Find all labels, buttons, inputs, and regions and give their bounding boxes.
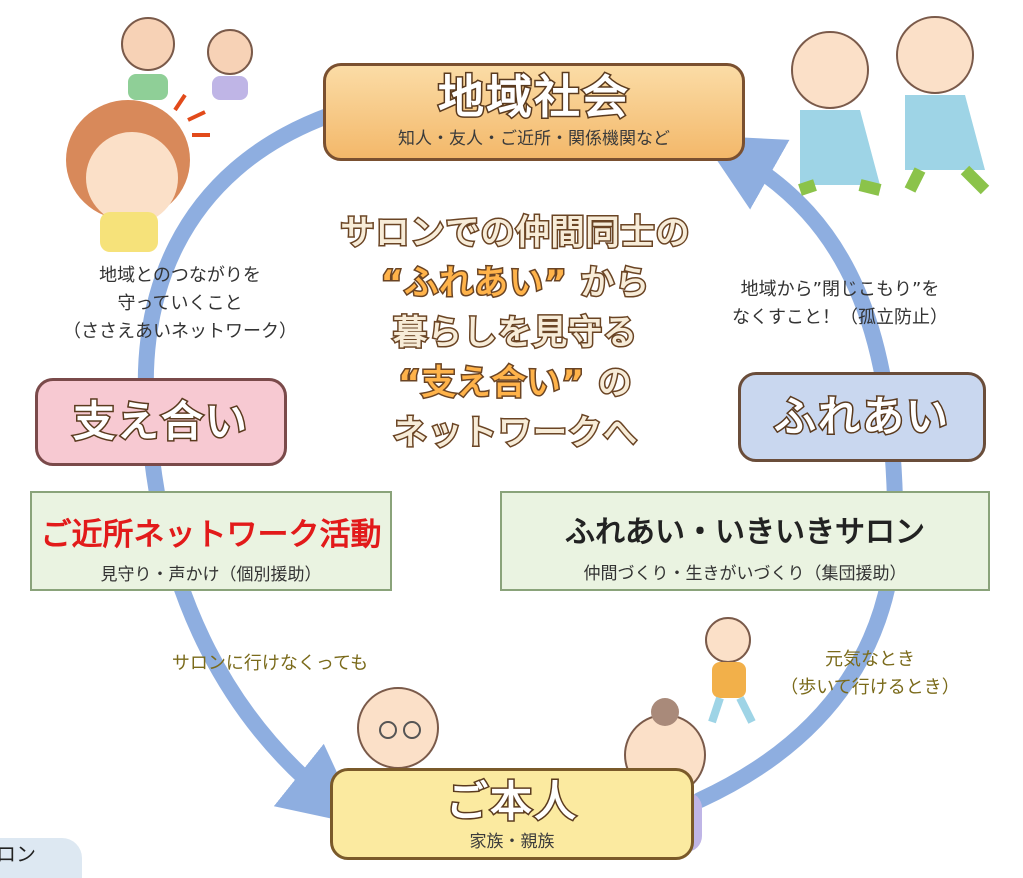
neighborhood-network-title: ご近所ネットワーク活動 bbox=[40, 517, 382, 553]
salon-subtitle: 仲間づくり・生きがいづくり（集団援助） bbox=[583, 564, 907, 584]
center-message-line-4: “支え合い” の bbox=[318, 358, 713, 408]
annotation-left-top-line-2: 守っていくこと bbox=[117, 293, 243, 314]
center-message-line-5: ネットワークへ bbox=[392, 412, 639, 455]
annotation-left-bottom: サロンに行けなくっても bbox=[171, 653, 369, 674]
annotation-right-bottom-line-2: （歩いて行けるとき） bbox=[780, 677, 960, 698]
woman-calling-illustration bbox=[66, 93, 210, 252]
interaction-node: ふれあい bbox=[738, 372, 986, 462]
self-subtitle: 家族・親族 bbox=[469, 832, 555, 852]
center-message-highlight-1: “ふれあい” bbox=[379, 262, 568, 305]
center-message-line-3: 暮らしを見守る bbox=[392, 312, 639, 355]
elderly-couple-illustration bbox=[121, 17, 253, 100]
exercising-couple-illustration bbox=[791, 16, 990, 196]
community-node: 地域社会 知人・友人・ご近所・関係機関など bbox=[323, 63, 745, 161]
neighborhood-network-subtitle: 見守り・声かけ（個別援助） bbox=[100, 565, 322, 585]
interaction-title: ふれあい bbox=[772, 391, 950, 443]
community-subtitle: 知人・友人・ご近所・関係機関など bbox=[398, 129, 670, 149]
self-node: ご本人 家族・親族 bbox=[330, 768, 694, 860]
center-message-line-4-rest: の bbox=[596, 362, 633, 405]
annotation-right-bottom: 元気なとき （歩いて行けるとき） bbox=[740, 646, 1000, 702]
annotation-right-top-line-1: 地域から”閉じこもり”を bbox=[740, 279, 940, 300]
self-title: ご本人 bbox=[444, 776, 578, 828]
mutual-support-node: 支え合い bbox=[35, 378, 287, 466]
mutual-support-title: 支え合い bbox=[71, 396, 249, 448]
annotation-left-top-line-1: 地域とのつながりを bbox=[99, 265, 261, 286]
walking-person-illustration bbox=[705, 617, 756, 724]
community-title: 地域社会 bbox=[437, 69, 630, 126]
center-message-line-2: “ふれあい” から bbox=[318, 258, 713, 308]
annotation-right-top-line-2: なくすこと！（孤立防止） bbox=[732, 307, 948, 328]
edge-salon-fragment: ロン bbox=[0, 838, 82, 878]
annotation-right-top: 地域から”閉じこもり”を なくすこと！（孤立防止） bbox=[690, 276, 990, 332]
salon-box: ふれあい・いきいきサロン 仲間づくり・生きがいづくり（集団援助） bbox=[500, 491, 990, 591]
center-message-line-2-rest: から bbox=[579, 262, 651, 305]
salon-title: ふれあい・いきいきサロン bbox=[565, 515, 925, 550]
annotation-left-top: 地域とのつながりを 守っていくこと （ささえあいネットワーク） bbox=[30, 262, 330, 346]
annotation-right-bottom-line-1: 元気なとき bbox=[825, 649, 915, 670]
center-message-line-1: サロンでの仲間同士の bbox=[339, 212, 691, 255]
center-message-highlight-2: “支え合い” bbox=[397, 362, 586, 405]
annotation-left-top-line-3: （ささえあいネットワーク） bbox=[63, 321, 297, 342]
neighborhood-network-box: ご近所ネットワーク活動 見守り・声かけ（個別援助） bbox=[30, 491, 392, 591]
center-message: サロンでの仲間同士の “ふれあい” から 暮らしを見守る “支え合い” の ネッ… bbox=[318, 208, 713, 458]
